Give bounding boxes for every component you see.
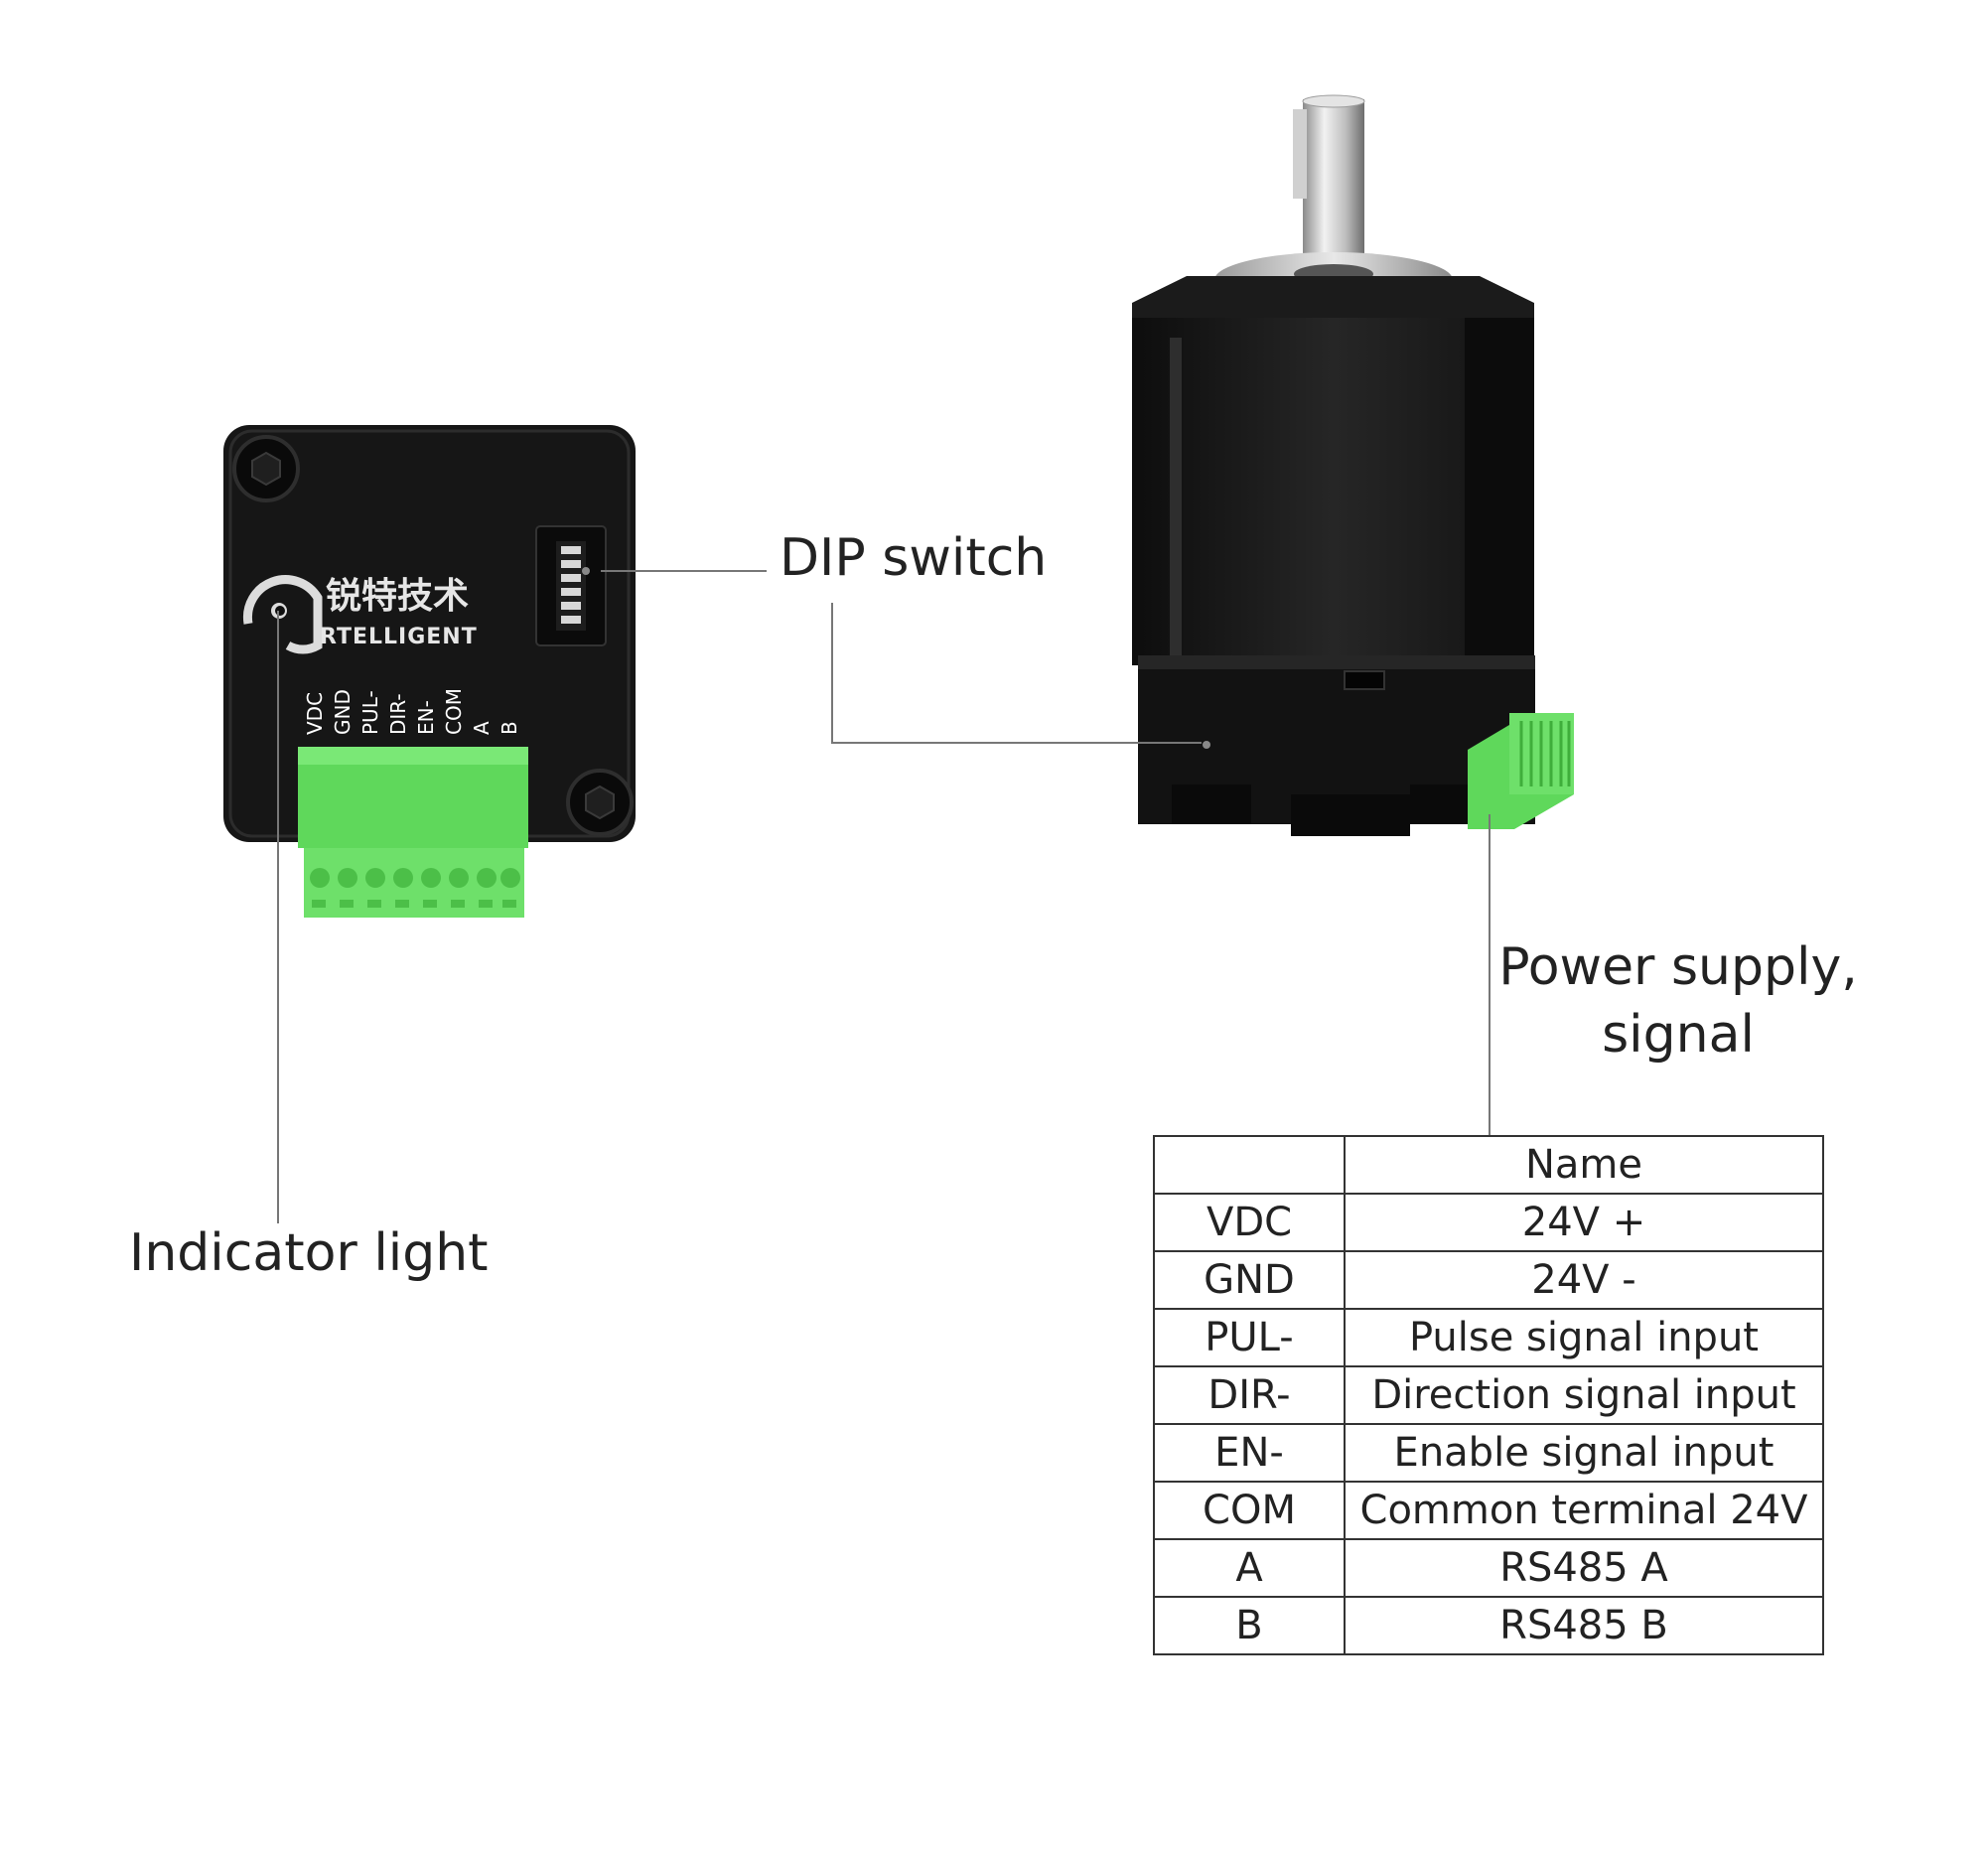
pin-label: EN- bbox=[414, 700, 438, 735]
brand-en-text: RTELLIGENT bbox=[320, 625, 478, 649]
table-cell-name: RS485 A bbox=[1344, 1538, 1824, 1598]
pin-label-group: VDC GND PUL- DIR- EN- COM A B bbox=[303, 688, 521, 735]
table-cell-pin: DIR- bbox=[1153, 1365, 1346, 1425]
pin-label: GND bbox=[331, 689, 355, 735]
table-header-cell bbox=[1153, 1135, 1346, 1195]
table-cell-name: 24V + bbox=[1344, 1193, 1824, 1252]
terminal-block bbox=[298, 747, 528, 918]
table-row: GND 24V - bbox=[1153, 1250, 1824, 1310]
table-row: A RS485 A bbox=[1153, 1538, 1824, 1598]
pin-label: VDC bbox=[303, 692, 327, 735]
brand-cn-text: 锐特技术 bbox=[326, 576, 469, 617]
callout-dip-switch: DIP switch bbox=[780, 528, 1048, 588]
pin-label: PUL- bbox=[358, 690, 382, 735]
table-row: COM Common terminal 24V bbox=[1153, 1481, 1824, 1540]
table-row: EN- Enable signal input bbox=[1153, 1423, 1824, 1483]
table-cell-pin: COM bbox=[1153, 1481, 1346, 1540]
brand-logo: 锐特技术 RTELLIGENT bbox=[242, 575, 478, 654]
screw-icon bbox=[566, 769, 634, 836]
callout-power-supply-line2: signal bbox=[1602, 1005, 1755, 1065]
integrated-stepper-motor bbox=[1132, 94, 1574, 836]
callout-indicator-light: Indicator light bbox=[129, 1223, 489, 1283]
pin-label: COM bbox=[442, 688, 466, 735]
side-terminal-block bbox=[1468, 713, 1574, 829]
driver-module-top-view: 锐特技术 RTELLIGENT VDC GND PUL- DIR- EN- CO… bbox=[223, 425, 636, 918]
pin-label: DIR- bbox=[386, 693, 410, 735]
table-cell-pin: GND bbox=[1153, 1250, 1346, 1310]
table-cell-pin: B bbox=[1153, 1596, 1346, 1655]
table-cell-pin: VDC bbox=[1153, 1193, 1346, 1252]
indicator-light bbox=[275, 606, 285, 616]
screw-icon bbox=[232, 435, 300, 502]
table-row: B RS485 B bbox=[1153, 1596, 1824, 1655]
table-cell-pin: A bbox=[1153, 1538, 1346, 1598]
indicator-marker-dot bbox=[1203, 741, 1210, 749]
table-row: VDC 24V + bbox=[1153, 1193, 1824, 1252]
callout-power-supply: Power supply, signal bbox=[1490, 933, 1867, 1069]
table-cell-pin: EN- bbox=[1153, 1423, 1346, 1483]
table-cell-name: RS485 B bbox=[1344, 1596, 1824, 1655]
table-header-cell: Name bbox=[1344, 1135, 1824, 1195]
table-cell-name: Common terminal 24V bbox=[1344, 1481, 1824, 1540]
leader-line-dip-motor bbox=[831, 603, 1202, 744]
pin-definition-table: Name VDC 24V + GND 24V - PUL- Pulse sign… bbox=[1153, 1135, 1824, 1655]
dip-switch bbox=[535, 525, 607, 646]
table-cell-name: Enable signal input bbox=[1344, 1423, 1824, 1483]
table-header-row: Name bbox=[1153, 1135, 1824, 1195]
table-cell-pin: PUL- bbox=[1153, 1308, 1346, 1367]
table-row: DIR- Direction signal input bbox=[1153, 1365, 1824, 1425]
table-cell-name: Pulse signal input bbox=[1344, 1308, 1824, 1367]
table-cell-name: Direction signal input bbox=[1344, 1365, 1824, 1425]
pin-label: A bbox=[470, 721, 494, 735]
leader-lines bbox=[277, 570, 1491, 1223]
table-cell-name: 24V - bbox=[1344, 1250, 1824, 1310]
table-row: PUL- Pulse signal input bbox=[1153, 1308, 1824, 1367]
callout-power-supply-line1: Power supply, bbox=[1498, 937, 1858, 997]
pin-label: B bbox=[497, 721, 521, 735]
